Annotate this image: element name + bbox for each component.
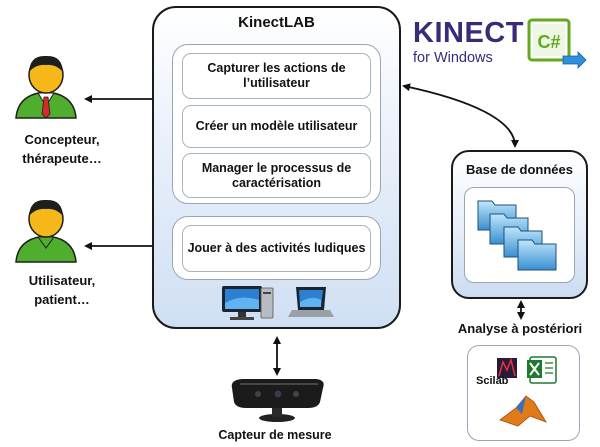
matlab-icon bbox=[499, 395, 547, 427]
utilisateur-avatar-icon bbox=[15, 199, 77, 263]
windows-word: for Windows bbox=[413, 50, 493, 66]
activity-play-games: Jouer à des activités ludiques bbox=[182, 225, 371, 272]
analysis-tools-container bbox=[467, 345, 580, 441]
utilisateur-label: Utilisateur, patient… bbox=[28, 273, 96, 307]
arrow-kinectlab-database bbox=[402, 83, 519, 148]
kinect-for-windows-logo: KINECT for Windows bbox=[413, 18, 524, 66]
activity-create-model: Créer un modèle utilisateur bbox=[182, 105, 371, 148]
svg-text:Scilab: Scilab bbox=[476, 375, 509, 387]
activity-manage-process: Manager le processus de caractérisation bbox=[182, 153, 371, 198]
svg-text:C#: C# bbox=[537, 32, 560, 52]
analysis-title: Analyse à postériori bbox=[457, 321, 583, 336]
database-title: Base de données bbox=[466, 162, 573, 177]
sensor-label: Capteur de mesure bbox=[218, 428, 332, 442]
concepteur-avatar-icon bbox=[15, 55, 77, 119]
kinectlab-title: KinectLAB bbox=[238, 14, 315, 31]
activity-capture-actions: Capturer les actions de l’utilisateur bbox=[182, 53, 371, 99]
scilab-icon: Scilab bbox=[476, 357, 517, 387]
kinect-word: KINECT bbox=[413, 17, 524, 49]
excel-icon bbox=[527, 356, 557, 384]
concepteur-label: Concepteur, thérapeute… bbox=[22, 132, 102, 166]
